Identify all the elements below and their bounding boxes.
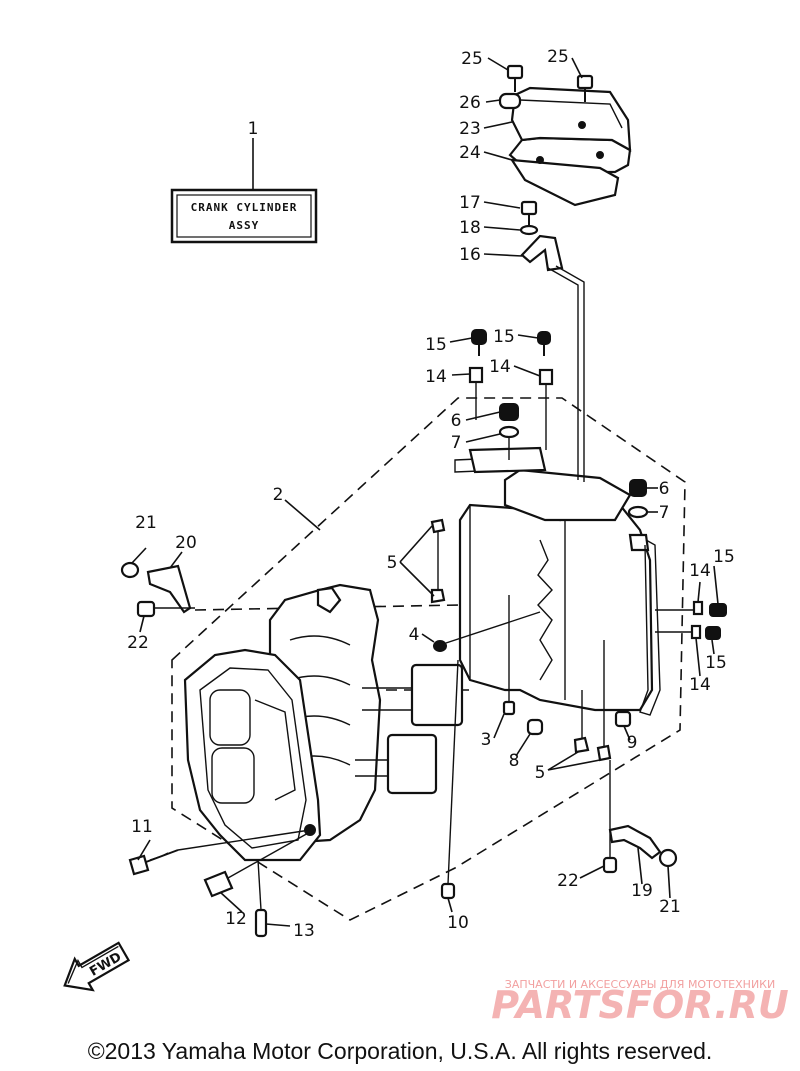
assy-title-line2: ASSY bbox=[229, 219, 260, 232]
small-fasteners bbox=[430, 518, 612, 900]
callout-14-right-lower: 14 bbox=[689, 675, 711, 695]
callout-17: 17 bbox=[459, 193, 481, 213]
callout-7-right: 7 bbox=[659, 503, 670, 523]
callout-25-left: 25 bbox=[461, 49, 483, 69]
callout-11: 11 bbox=[131, 817, 153, 837]
callout-5-lower: 5 bbox=[535, 763, 546, 783]
callout-12: 12 bbox=[225, 909, 247, 929]
callout-5-upper: 5 bbox=[387, 553, 398, 573]
watermark-brand: PARTSFOR.RU bbox=[491, 983, 789, 1027]
callout-14-mid: 14 bbox=[489, 357, 511, 377]
callout-3: 3 bbox=[481, 730, 492, 750]
callout-4: 4 bbox=[409, 625, 420, 645]
crank-cylinder-assy-box: CRANK CYLINDER ASSY bbox=[170, 188, 318, 244]
callout-labels: 1 2 3 4 5 5 6 6 7 7 8 9 10 11 12 13 14 1… bbox=[127, 47, 735, 941]
callout-14-left: 14 bbox=[425, 367, 447, 387]
callout-23: 23 bbox=[459, 119, 481, 139]
lower-fasteners bbox=[128, 824, 316, 938]
callout-18: 18 bbox=[459, 218, 481, 238]
watermark-tagline: ЗАПЧАСТИ И АКСЕССУАРЫ ДЛЯ МОТОТЕХНИКИ bbox=[505, 978, 775, 991]
exhaust-cover bbox=[183, 648, 322, 862]
callout-24: 24 bbox=[459, 143, 481, 163]
callout-8: 8 bbox=[509, 751, 520, 771]
callout-15-right-upper: 15 bbox=[713, 547, 735, 567]
callout-14-right-upper: 14 bbox=[689, 561, 711, 581]
callout-2: 2 bbox=[273, 485, 284, 505]
callout-15-mid: 15 bbox=[493, 327, 515, 347]
callout-6-right: 6 bbox=[659, 479, 670, 499]
copyright-notice: ©2013 Yamaha Motor Corporation, U.S.A. A… bbox=[87, 1038, 713, 1064]
callout-22-right: 22 bbox=[557, 871, 579, 891]
assy-title-line1: CRANK CYLINDER bbox=[191, 201, 298, 214]
cylinder-block bbox=[454, 446, 654, 712]
callout-6-upper: 6 bbox=[451, 411, 462, 431]
callout-7-upper: 7 bbox=[451, 433, 462, 453]
callout-21-right: 21 bbox=[659, 897, 681, 917]
callout-26: 26 bbox=[459, 93, 481, 113]
callout-9: 9 bbox=[627, 733, 638, 753]
leaders bbox=[131, 57, 719, 927]
callout-20: 20 bbox=[175, 533, 197, 553]
callout-19: 19 bbox=[631, 881, 653, 901]
callout-16: 16 bbox=[459, 245, 481, 265]
callout-15-left: 15 bbox=[425, 335, 447, 355]
watermark: ЗАПЧАСТИ И АКСЕССУАРЫ ДЛЯ МОТОТЕХНИКИ PA… bbox=[491, 978, 789, 1027]
callout-10: 10 bbox=[447, 913, 469, 933]
callout-21-left: 21 bbox=[135, 513, 157, 533]
lower-hose bbox=[602, 760, 678, 874]
callout-15-right-lower: 15 bbox=[705, 653, 727, 673]
top-cover-group bbox=[498, 64, 632, 207]
callout-1: 1 bbox=[248, 119, 259, 139]
callout-13: 13 bbox=[293, 921, 315, 941]
fwd-arrow: FWD bbox=[63, 941, 131, 992]
callout-25-right: 25 bbox=[547, 47, 569, 67]
left-bracket bbox=[120, 561, 195, 618]
callout-22-left: 22 bbox=[127, 633, 149, 653]
clamp-and-pipe bbox=[519, 200, 585, 482]
